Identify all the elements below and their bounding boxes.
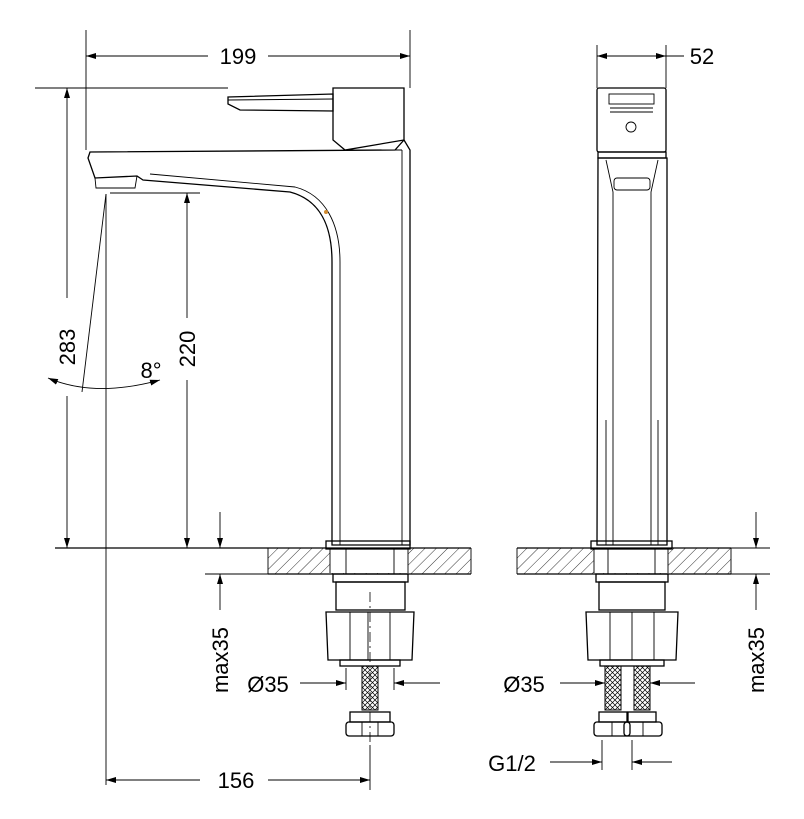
dimension-reach: 156 (106, 745, 371, 793)
dimension-thread: G1/2 (488, 740, 672, 776)
hole-right-label: Ø35 (503, 672, 545, 697)
tap-body-front (87, 87, 415, 745)
dimension-hole-right: Ø35 (503, 668, 695, 697)
countertop-left (55, 547, 472, 575)
dimension-199-label: 199 (220, 44, 257, 69)
dimension-52-label: 52 (690, 44, 714, 69)
dimension-width-side: 52 (596, 44, 714, 88)
front-view: 199 283 220 8° max35 (35, 30, 472, 793)
hole-left-label: Ø35 (247, 672, 289, 697)
dimension-156-label: 156 (218, 768, 255, 793)
dimension-hole-left: Ø35 (247, 668, 440, 697)
countertop-right (516, 547, 732, 575)
dimension-220-label: 220 (175, 331, 200, 368)
angle-label: 8° (140, 358, 161, 383)
max35-right-label: max35 (744, 627, 769, 693)
dimension-max-thickness-left: max35 (205, 512, 268, 693)
dimension-height-spout: 220 (110, 192, 200, 548)
thread-label: G1/2 (488, 751, 536, 776)
dimension-height-total: 283 (35, 87, 228, 548)
angle-indicator: 8° (47, 193, 162, 785)
tap-body-side (585, 87, 679, 737)
side-view: 52 max35 Ø35 G1/2 (488, 44, 770, 776)
max35-left-label: max35 (208, 627, 233, 693)
dimension-width-total: 199 (85, 30, 411, 150)
dimension-283-label: 283 (55, 329, 80, 366)
dimension-max-thickness-right: max35 (731, 512, 770, 693)
